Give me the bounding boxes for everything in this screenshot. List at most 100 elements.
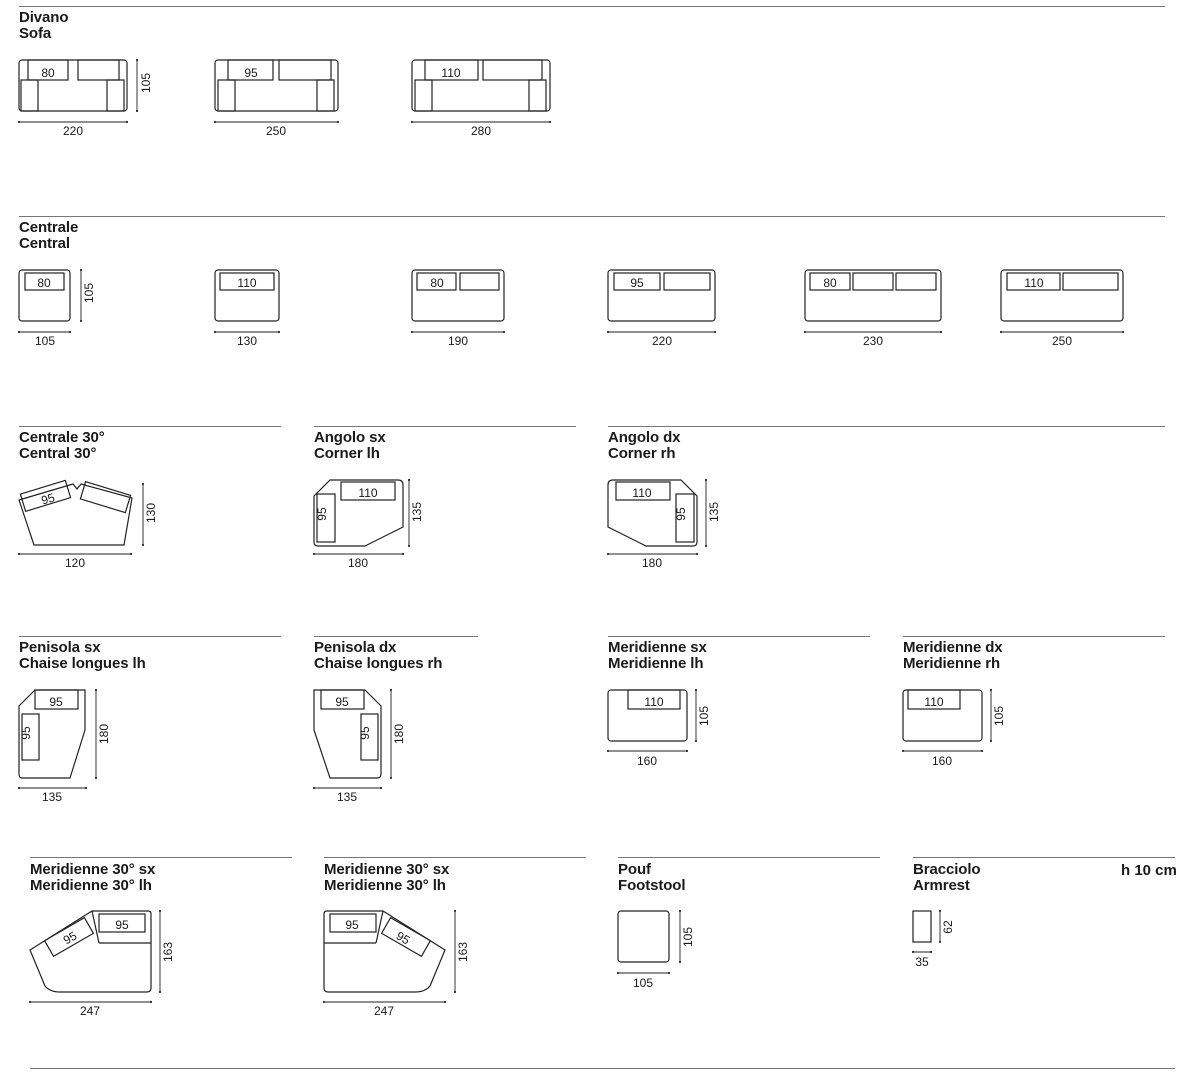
side-cushion-label: 95 <box>19 726 33 740</box>
title-it: Meridienne 30° sx <box>324 861 450 878</box>
depth-label: 163 <box>456 942 470 962</box>
rule-m30dx <box>324 857 586 858</box>
depth-label: 62 <box>941 920 955 934</box>
title-meridienne-30-rh: Meridienne 30° sx Meridienne 30° lh <box>324 862 449 894</box>
chaise-rh-drawing: 95 95 135 180 <box>312 688 406 804</box>
meridienne-30-rh-drawing: 95 95 247 163 <box>322 909 470 1018</box>
title-en: Armrest <box>913 877 970 894</box>
title-en: Footstool <box>618 877 686 894</box>
width-label: 220 <box>63 124 83 138</box>
width-label: 220 <box>652 334 672 348</box>
cushion-label: 80 <box>41 66 55 80</box>
side-cushion-label: 95 <box>315 507 329 521</box>
rule-pendx <box>314 636 478 637</box>
rule-angsx <box>314 426 576 427</box>
depth-label: 130 <box>144 503 158 523</box>
cushion-label: 95 <box>630 276 644 290</box>
title-central-30: Centrale 30° Central 30° <box>19 430 105 462</box>
title-it: Angolo sx <box>314 429 386 446</box>
armrest-height-note: h 10 cm <box>1121 862 1177 879</box>
depth-label: 135 <box>410 502 424 522</box>
title-sofa: Divano Sofa <box>19 10 69 42</box>
depth-label: 105 <box>82 283 96 303</box>
central-190-drawing: 80 190 <box>410 269 506 348</box>
width-label: 180 <box>348 556 368 570</box>
rule-m30sx <box>30 857 292 858</box>
rule-meridx <box>903 636 1165 637</box>
title-en: Meridienne 30° lh <box>30 877 152 894</box>
rule-merisx <box>608 636 870 637</box>
width-label: 120 <box>65 556 85 570</box>
corner-rh-drawing: 110 95 180 135 <box>606 478 721 570</box>
rule-central <box>19 216 1165 217</box>
central-105-drawing: 80 105 105 <box>17 268 96 348</box>
title-en: Central <box>19 235 70 252</box>
cushion-label: 110 <box>644 695 663 709</box>
cushion-label: 110 <box>441 66 460 80</box>
width-label: 190 <box>448 334 468 348</box>
side-cushion-label: 95 <box>674 507 688 521</box>
depth-label: 105 <box>681 927 695 947</box>
width-label: 250 <box>266 124 286 138</box>
title-en: Chaise longues lh <box>19 655 146 672</box>
cushion-label: 110 <box>1024 276 1043 290</box>
sofa-250-drawing: 95 250 <box>213 59 340 138</box>
rule-c30 <box>19 426 281 427</box>
width-label: 230 <box>863 334 883 348</box>
cushion-label: 80 <box>823 276 837 290</box>
cushion-label-1: 95 <box>345 918 359 932</box>
footstool-drawing: 105 105 <box>616 909 695 990</box>
cushion-label: 95 <box>49 695 63 709</box>
central-30-drawing: 95 120 130 <box>17 479 158 570</box>
title-footstool: Pouf Footstool <box>618 861 686 894</box>
cushion-label: 80 <box>430 276 444 290</box>
cushion-label-2: 95 <box>394 929 413 948</box>
title-it: Pouf <box>618 861 651 878</box>
side-cushion-label: 95 <box>358 726 372 740</box>
title-central: Centrale Central <box>19 220 78 252</box>
title-en: Sofa <box>19 25 52 42</box>
title-it: Bracciolo <box>913 861 981 878</box>
cushion-label-1: 95 <box>61 928 80 947</box>
title-corner-lh: Angolo sx Corner lh <box>314 430 386 462</box>
width-label: 160 <box>932 754 952 768</box>
cushion-label: 95 <box>335 695 349 709</box>
width-label: 35 <box>915 955 929 969</box>
rule-top <box>19 6 1165 7</box>
meridienne-lh-drawing: 110 160 105 <box>606 688 711 768</box>
rule-pensx <box>19 636 281 637</box>
width-label: 247 <box>374 1004 394 1018</box>
cushion-label: 95 <box>40 490 57 507</box>
chaise-lh-drawing: 95 95 135 180 <box>17 688 111 804</box>
title-it: Meridienne sx <box>608 639 707 656</box>
title-it: Penisola dx <box>314 639 397 656</box>
depth-label: 105 <box>139 73 153 93</box>
sofa-220-drawing: 80 220 105 <box>17 58 153 138</box>
title-en: Meridienne 30° lh <box>324 877 446 894</box>
armrest-drawing: 35 62 <box>911 909 955 969</box>
depth-label: 105 <box>697 706 711 726</box>
cushion-label: 110 <box>924 695 943 709</box>
title-it: Centrale <box>19 219 79 236</box>
meridienne-30-lh-drawing: 95 95 247 163 <box>28 909 175 1018</box>
cushion-label: 95 <box>244 66 258 80</box>
title-it: Centrale 30° <box>19 429 105 446</box>
title-chaise-rh: Penisola dx Chaise longues rh <box>314 640 442 672</box>
central-230-drawing: 80 230 <box>803 269 943 348</box>
title-it: Penisola sx <box>19 639 101 656</box>
central-250-drawing: 110 250 <box>999 269 1125 348</box>
width-label: 135 <box>337 790 357 804</box>
title-it: Angolo dx <box>608 429 681 446</box>
central-130-drawing: 110 130 <box>213 269 281 348</box>
rule-bracciolo <box>913 857 1175 858</box>
corner-lh-drawing: 110 95 180 135 <box>312 478 424 570</box>
title-en: Chaise longues rh <box>314 655 443 672</box>
title-it: Meridienne dx <box>903 639 1003 656</box>
cushion-label: 110 <box>358 486 377 500</box>
width-label: 105 <box>35 334 55 348</box>
width-label: 105 <box>633 976 653 990</box>
width-label: 280 <box>471 124 491 138</box>
rule-pouf <box>618 857 880 858</box>
cushion-label-2: 95 <box>115 918 129 932</box>
